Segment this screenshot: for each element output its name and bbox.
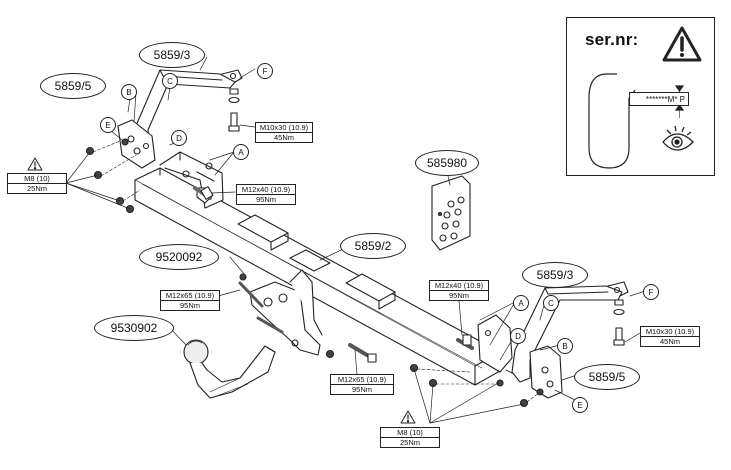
callout-d-bottom: D [510, 328, 526, 344]
callout-b-bottom: B [557, 338, 573, 354]
callout-d-top: D [171, 130, 187, 146]
callout-e-top: E [100, 117, 116, 133]
spec-m8-bottom: M8 (10)25Nm [380, 427, 440, 448]
warning-icon [400, 410, 416, 424]
callout-c-top: C [162, 73, 178, 89]
part-label-5859-2: 5859/2 [340, 233, 406, 259]
bottom-nuts [409, 363, 529, 408]
bolt-m10-bottom [613, 299, 625, 346]
spec-m10x30-top: M10x30 (10.9)45Nm [255, 122, 313, 143]
serial-number-code: *******M* P [629, 92, 689, 106]
towbar-outline-icon [588, 73, 685, 169]
right-side-frame [456, 314, 527, 381]
right-bracket-5859-3 [511, 281, 629, 383]
spec-m12x40-bottom: M12x40 (10.9)95Nm [429, 280, 489, 301]
callout-b-top: B [121, 84, 137, 100]
right-plate-5859-5 [529, 345, 563, 399]
left-plate-5859-5 [117, 119, 156, 169]
part-label-585980: 585980 [415, 150, 479, 176]
shim-plate-585980 [431, 175, 471, 251]
part-label-5859-5-bottom: 5859/5 [574, 364, 640, 390]
part-label-9530902: 9530902 [94, 315, 174, 341]
part-label-5859-3-top: 5859/3 [139, 42, 205, 68]
part-label-5859-3-bottom: 5859/3 [522, 262, 588, 288]
spec-m12x65-bottom: M12x65 (10.9)95Nm [330, 374, 394, 395]
callout-e-bottom: E [572, 397, 588, 413]
serial-number-label: ser.nr: [585, 30, 639, 49]
callout-f-top: F [257, 63, 273, 79]
spec-m12x40-top: M12x40 (10.9)95Nm [236, 184, 296, 205]
tow-ball-9530902 [183, 339, 276, 399]
spec-m10x30-bottom: M10x30 (10.9)45Nm [640, 326, 700, 347]
part-label-5859-5-top: 5859/5 [40, 73, 106, 99]
bolt-m10-top [228, 88, 240, 132]
part-label-9520092: 9520092 [139, 244, 219, 270]
spec-m12x65-left: M12x65 (10.9)95Nm [160, 290, 220, 311]
warning-icon [662, 26, 702, 62]
callout-a-bottom: A [513, 295, 529, 311]
callout-c-bottom: C [543, 295, 559, 311]
bolt-m12x40-top [193, 186, 214, 200]
ball-bracket [238, 269, 377, 363]
spec-m8-top: M8 (10)25Nm [7, 173, 67, 194]
callout-a-top: A [233, 144, 249, 160]
serial-number-panel: ser.nr: *******M* P [566, 17, 715, 176]
eye-icon [662, 125, 694, 151]
callout-f-bottom: F [643, 284, 659, 300]
warning-icon [27, 157, 43, 171]
